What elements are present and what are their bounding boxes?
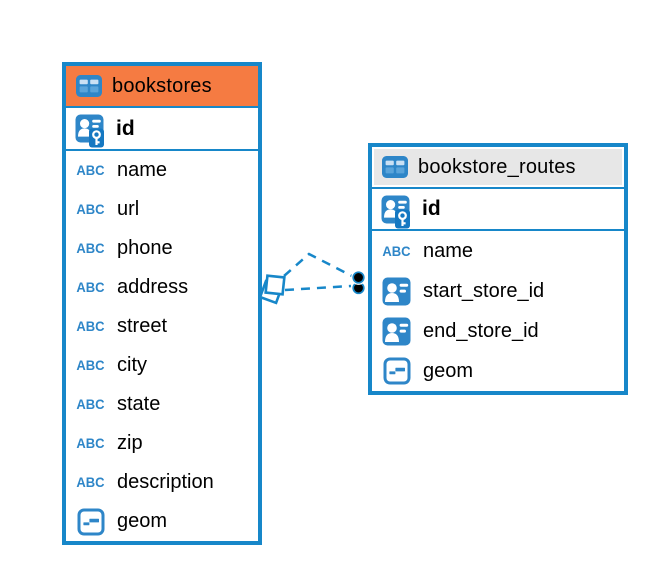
column-name: description <box>117 471 214 493</box>
column-row-phone[interactable]: ABC phone <box>66 229 258 268</box>
primary-key-row[interactable]: id <box>372 187 624 231</box>
column-row-state[interactable]: ABC state <box>66 385 258 424</box>
relationship-endpoint-squares <box>258 274 286 305</box>
text-abc-icon: ABC <box>76 396 105 413</box>
text-abc-icon: ABC <box>76 318 105 335</box>
relationship-endpoint-dots <box>351 270 366 295</box>
column-name: city <box>117 354 147 376</box>
geometry-icon <box>381 357 412 385</box>
text-abc-icon: ABC <box>382 243 411 259</box>
table-name: bookstore_routes <box>418 155 576 178</box>
column-row-geom[interactable]: geom <box>372 351 624 391</box>
relationship-line-upper[interactable] <box>283 252 353 278</box>
column-name: street <box>117 315 168 337</box>
column-name: name <box>423 239 474 262</box>
primary-key-row[interactable]: id <box>66 106 258 151</box>
text-abc-icon: ABC <box>76 240 105 257</box>
text-abc-icon: ABC <box>76 162 105 179</box>
text-abc-icon: ABC <box>76 279 105 296</box>
text-abc-icon: ABC <box>76 474 105 491</box>
foreign-key-icon <box>381 317 412 346</box>
column-name: id <box>422 197 441 220</box>
column-row-address[interactable]: ABC address <box>66 268 258 307</box>
relationship-line-lower[interactable] <box>284 284 352 292</box>
column-row-city[interactable]: ABC city <box>66 346 258 385</box>
column-name: address <box>117 276 189 298</box>
foreign-key-icon <box>381 277 412 306</box>
column-row-street[interactable]: ABC street <box>66 307 258 346</box>
column-name: url <box>117 198 140 220</box>
column-name: geom <box>117 510 168 532</box>
column-name: zip <box>117 432 143 454</box>
column-row-zip[interactable]: ABC zip <box>66 424 258 463</box>
column-name: phone <box>117 237 173 259</box>
relationship-connector[interactable] <box>258 252 366 305</box>
text-abc-icon: ABC <box>76 201 105 218</box>
table-name: bookstores <box>112 74 212 97</box>
table-header-bookstores[interactable]: bookstores <box>66 66 258 106</box>
column-name: name <box>117 159 168 181</box>
column-name: end_store_id <box>423 319 539 342</box>
column-row-description[interactable]: ABC description <box>66 463 258 502</box>
table-header-bookstore-routes[interactable]: bookstore_routes <box>372 147 624 187</box>
column-name: state <box>117 393 161 415</box>
column-name: id <box>116 116 135 140</box>
table-bookstore-routes[interactable]: bookstore_routes id ABC name start_store_i… <box>368 143 628 395</box>
column-name: start_store_id <box>423 279 545 302</box>
geometry-icon <box>75 508 106 536</box>
table-icon <box>381 155 409 179</box>
column-row-start_store_id[interactable]: start_store_id <box>372 271 624 311</box>
text-abc-icon: ABC <box>76 435 105 452</box>
column-row-name[interactable]: ABC name <box>372 231 624 271</box>
table-icon <box>75 74 103 98</box>
primary-key-icon <box>381 195 412 228</box>
text-abc-icon: ABC <box>76 357 105 374</box>
column-row-geom[interactable]: geom <box>66 502 258 541</box>
column-row-url[interactable]: ABC url <box>66 190 258 229</box>
primary-key-icon <box>75 114 106 148</box>
column-row-name[interactable]: ABC name <box>66 151 258 190</box>
column-row-end_store_id[interactable]: end_store_id <box>372 311 624 351</box>
column-name: geom <box>423 359 474 382</box>
